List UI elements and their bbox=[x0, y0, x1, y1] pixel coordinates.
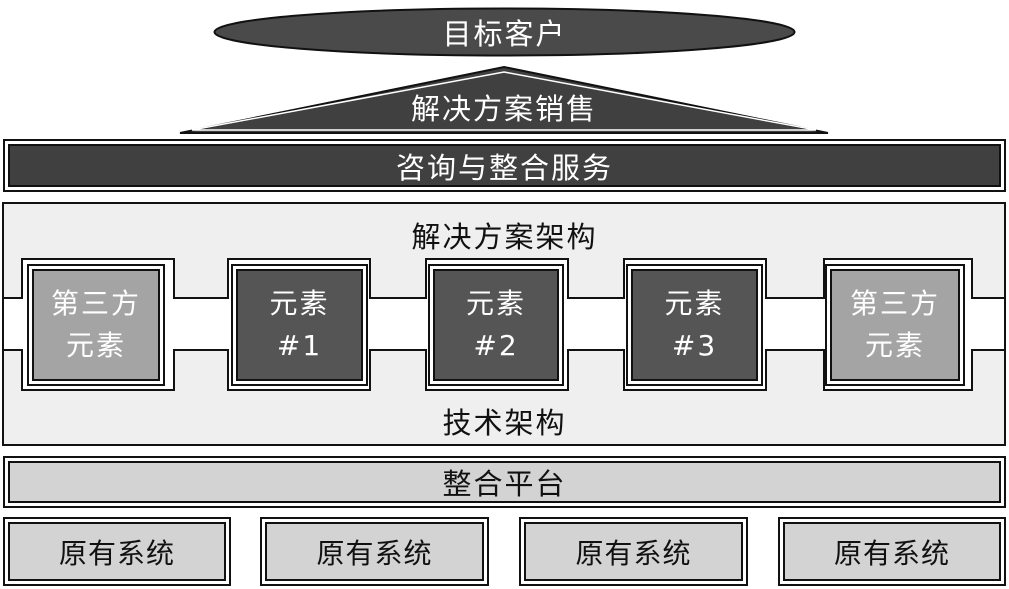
legacy-system-box: 原有系统 bbox=[260, 517, 489, 586]
ellipse-shape bbox=[213, 7, 796, 57]
element-line1: 元素 bbox=[465, 287, 526, 320]
element-line2: 元素 bbox=[65, 329, 126, 362]
element-1: 元素 #1 bbox=[231, 264, 368, 386]
legacy-system-label: 原有系统 bbox=[58, 536, 175, 570]
element-3: 元素 #3 bbox=[626, 264, 763, 386]
integration-platform-band: 整合平台 bbox=[3, 456, 1006, 508]
legacy-system-box: 原有系统 bbox=[3, 517, 231, 586]
element-line2: #2 bbox=[473, 329, 519, 362]
solution-architecture-label: 解决方案架构 bbox=[411, 220, 598, 254]
legacy-system-box: 原有系统 bbox=[519, 517, 748, 586]
legacy-system-label: 原有系统 bbox=[833, 536, 950, 570]
solution-sales-label: 解决方案销售 bbox=[410, 92, 597, 126]
target-customer-label: 目标客户 bbox=[442, 17, 567, 51]
legacy-system-box: 原有系统 bbox=[778, 517, 1006, 586]
element-line1: 元素 bbox=[664, 287, 725, 320]
integration-platform-label: 整合平台 bbox=[442, 467, 567, 501]
element-line2: 元素 bbox=[864, 329, 925, 362]
roof-shape bbox=[179, 65, 829, 134]
element-line1: 元素 bbox=[269, 287, 330, 320]
element-line1: 第三方 bbox=[849, 287, 940, 320]
solution-sales-roof: 解决方案销售 bbox=[176, 64, 832, 136]
legacy-system-label: 原有系统 bbox=[316, 536, 433, 570]
element-line2: #1 bbox=[276, 329, 323, 362]
element-line2: #3 bbox=[671, 329, 718, 362]
legacy-system-label: 原有系统 bbox=[575, 536, 692, 570]
element-third-party-left: 第三方 元素 bbox=[27, 264, 165, 386]
consulting-integration-band: 咨询与整合服务 bbox=[3, 139, 1006, 192]
element-line1: 第三方 bbox=[50, 287, 141, 320]
consulting-integration-label: 咨询与整合服务 bbox=[395, 150, 613, 185]
technical-architecture-label: 技术架构 bbox=[442, 406, 567, 440]
element-2: 元素 #2 bbox=[428, 264, 564, 386]
element-third-party-right: 第三方 元素 bbox=[825, 264, 965, 386]
target-customer-ellipse: 目标客户 bbox=[212, 6, 797, 58]
